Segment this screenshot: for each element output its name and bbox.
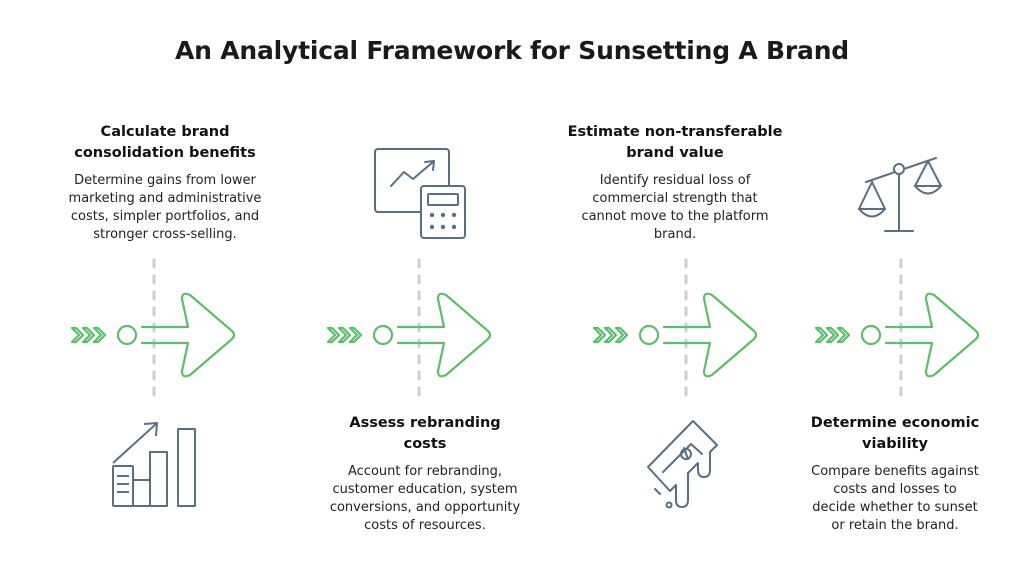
flow-node bbox=[372, 324, 394, 346]
chevron-icon bbox=[614, 326, 629, 344]
page-title: An Analytical Framework for Sunsetting A… bbox=[174, 36, 849, 65]
chevron-icon bbox=[836, 326, 851, 344]
chevron-icon bbox=[814, 326, 829, 344]
chevron-icon bbox=[81, 326, 96, 344]
big-arrow-icon bbox=[140, 292, 236, 378]
step-4-text: Determine economic viability Compare ben… bbox=[790, 413, 1000, 535]
big-arrow-icon bbox=[884, 292, 980, 378]
step-2-text: Assess rebranding costs Account for rebr… bbox=[315, 413, 535, 535]
step-2-description: Account for rebranding, customer educati… bbox=[329, 464, 521, 533]
flow-node bbox=[116, 324, 138, 346]
big-arrow-icon bbox=[396, 292, 492, 378]
balance-scale-icon bbox=[858, 157, 942, 232]
big-arrow-icon bbox=[662, 292, 758, 378]
chevron-icon bbox=[592, 326, 607, 344]
step-1-heading: Calculate brand consolidation benefits bbox=[74, 124, 256, 161]
chart-calculator-icon bbox=[374, 148, 466, 239]
melting-money-icon bbox=[647, 420, 718, 509]
step-1-description: Determine gains from lower marketing and… bbox=[68, 173, 262, 242]
step-4-arrow bbox=[814, 292, 980, 378]
chevron-icon bbox=[337, 326, 352, 344]
chevron-icon bbox=[603, 326, 618, 344]
chevron-icon bbox=[825, 326, 840, 344]
chevron-icon bbox=[70, 326, 85, 344]
step-2-arrow bbox=[326, 292, 492, 378]
step-4-heading: Determine economic viability bbox=[810, 415, 980, 452]
step-3-heading: Estimate non-transferable brand value bbox=[567, 124, 783, 161]
flow-node bbox=[638, 324, 660, 346]
step-1-text: Calculate brand consolidation benefits D… bbox=[50, 122, 280, 244]
step-3-arrow bbox=[592, 292, 758, 378]
step-2-heading: Assess rebranding costs bbox=[349, 415, 501, 452]
chevron-icon bbox=[326, 326, 341, 344]
chevron-icon bbox=[348, 326, 363, 344]
step-1-arrow bbox=[70, 292, 236, 378]
growth-bar-chart-icon bbox=[112, 422, 196, 507]
step-3-description: Identify residual loss of commercial str… bbox=[581, 173, 769, 242]
flow-node bbox=[860, 324, 882, 346]
step-3-text: Estimate non-transferable brand value Id… bbox=[560, 122, 790, 244]
step-4-description: Compare benefits against costs and losse… bbox=[811, 464, 979, 533]
chevron-icon bbox=[92, 326, 107, 344]
